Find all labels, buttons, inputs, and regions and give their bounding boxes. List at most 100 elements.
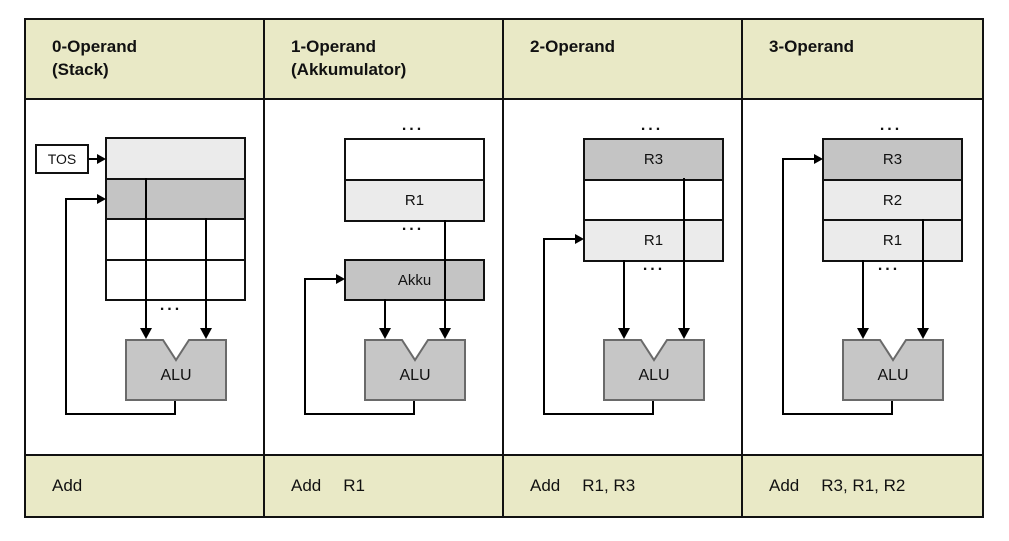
ellipsis: ... xyxy=(159,297,183,314)
diagram-2-operand: ... R3 R1 ... ALU xyxy=(504,100,743,454)
tos-label: TOS xyxy=(47,151,77,167)
header-title: 3-Operand xyxy=(769,37,855,56)
instruction-row: Add Add R1 Add R1, R3 Add R3, R1, R2 xyxy=(26,454,982,516)
result-line xyxy=(174,401,176,415)
register-r1: R1 xyxy=(346,179,483,220)
alu-shape xyxy=(125,339,227,401)
arrowhead-into-alu-icon xyxy=(857,328,869,339)
header-1-operand: 1-Operand (Akkumulator) xyxy=(265,20,504,98)
operand-architecture-table: 0-Operand (Stack) 1-Operand (Akkumulator… xyxy=(24,18,984,518)
akku-box: Akku xyxy=(344,259,485,301)
operand-line-right xyxy=(922,219,924,328)
result-line xyxy=(891,401,893,415)
alu-box: ALU xyxy=(842,339,944,401)
instruction-mnemonic: Add xyxy=(52,476,83,495)
header-subtitle: (Stack) xyxy=(52,60,109,79)
arrowhead-into-alu-icon xyxy=(439,328,451,339)
result-arrowhead-icon xyxy=(97,194,106,204)
diagram-row: TOS ... AL xyxy=(26,100,982,454)
result-line xyxy=(543,238,576,240)
result-line xyxy=(543,413,654,415)
result-line xyxy=(304,278,337,280)
arrowhead-into-alu-icon xyxy=(140,328,152,339)
alu-box: ALU xyxy=(364,339,466,401)
instruction-1-operand: Add R1 xyxy=(265,456,504,516)
alu-box: ALU xyxy=(603,339,705,401)
stack-block xyxy=(105,137,246,301)
register-r1: R1 xyxy=(824,219,961,261)
alu-label: ALU xyxy=(638,367,670,384)
header-2-operand: 2-Operand xyxy=(504,20,743,98)
instruction-mnemonic: Add xyxy=(530,476,561,495)
result-line xyxy=(652,401,654,415)
alu-box: ALU xyxy=(125,339,227,401)
register-r2: R2 xyxy=(824,178,961,220)
operand-line-left xyxy=(384,299,386,328)
diagram-1-operand-akku: ... R1 ... Akku ALU xyxy=(265,100,504,454)
instruction-0-operand: Add xyxy=(26,456,265,516)
diagram-3-operand: ... R3 R2 R1 ... ALU xyxy=(743,100,982,454)
tos-pointer-line xyxy=(89,158,98,160)
stack-cell-second xyxy=(107,177,244,218)
arrowhead-into-alu-icon xyxy=(200,328,212,339)
result-line xyxy=(413,401,415,415)
instruction-mnemonic: Add xyxy=(769,476,800,495)
operand-line-right xyxy=(205,218,207,328)
register-block: R1 xyxy=(344,138,485,222)
alu-label: ALU xyxy=(160,367,192,384)
ellipsis: ... xyxy=(640,117,664,134)
ellipsis: ... xyxy=(401,217,425,234)
header-title: 2-Operand xyxy=(530,37,616,56)
register-r3: R3 xyxy=(585,140,722,179)
header-title: 1-Operand xyxy=(291,37,377,56)
result-arrowhead-icon xyxy=(575,234,584,244)
tos-box: TOS xyxy=(35,144,89,174)
register-cell-empty xyxy=(346,140,483,179)
header-3-operand: 3-Operand xyxy=(743,20,982,98)
instruction-operands: R3, R1, R2 xyxy=(821,476,906,495)
ellipsis: ... xyxy=(401,117,425,134)
result-line xyxy=(782,413,893,415)
ellipsis: ... xyxy=(879,117,903,134)
register-block: R3 R2 R1 xyxy=(822,138,963,262)
instruction-2-operand: Add R1, R3 xyxy=(504,456,743,516)
alu-shape xyxy=(603,339,705,401)
ellipsis: ... xyxy=(642,257,666,274)
result-arrowhead-icon xyxy=(336,274,345,284)
register-cell-empty xyxy=(585,178,722,220)
result-line xyxy=(65,198,67,415)
result-line xyxy=(304,413,415,415)
result-line xyxy=(65,413,176,415)
result-arrowhead-icon xyxy=(814,154,823,164)
operand-line-left xyxy=(862,260,864,328)
header-row: 0-Operand (Stack) 1-Operand (Akkumulator… xyxy=(26,20,982,100)
stack-cell-top xyxy=(107,139,244,178)
header-title: 0-Operand xyxy=(52,37,138,56)
instruction-3-operand: Add R3, R1, R2 xyxy=(743,456,982,516)
result-line xyxy=(65,198,98,200)
result-line xyxy=(782,158,784,415)
alu-label: ALU xyxy=(877,367,909,384)
instruction-operands: R1, R3 xyxy=(582,476,636,495)
alu-shape xyxy=(842,339,944,401)
header-0-operand: 0-Operand (Stack) xyxy=(26,20,265,98)
operand-line-right xyxy=(683,178,685,328)
alu-shape xyxy=(364,339,466,401)
ellipsis: ... xyxy=(877,257,901,274)
alu-label: ALU xyxy=(399,367,431,384)
register-r1: R1 xyxy=(585,219,722,261)
arrowhead-into-alu-icon xyxy=(917,328,929,339)
operand-line-left xyxy=(623,260,625,328)
arrowhead-into-alu-icon xyxy=(618,328,630,339)
instruction-mnemonic: Add xyxy=(291,476,322,495)
operand-line-left xyxy=(145,178,147,328)
diagram-0-operand-stack: TOS ... AL xyxy=(26,100,265,454)
stack-cell-3 xyxy=(107,218,244,259)
arrowhead-into-alu-icon xyxy=(678,328,690,339)
register-block: R3 R1 xyxy=(583,138,724,262)
arrowhead-into-alu-icon xyxy=(379,328,391,339)
result-line xyxy=(543,238,545,415)
instruction-operands: R1 xyxy=(343,476,365,495)
tos-arrowhead-icon xyxy=(97,154,106,164)
